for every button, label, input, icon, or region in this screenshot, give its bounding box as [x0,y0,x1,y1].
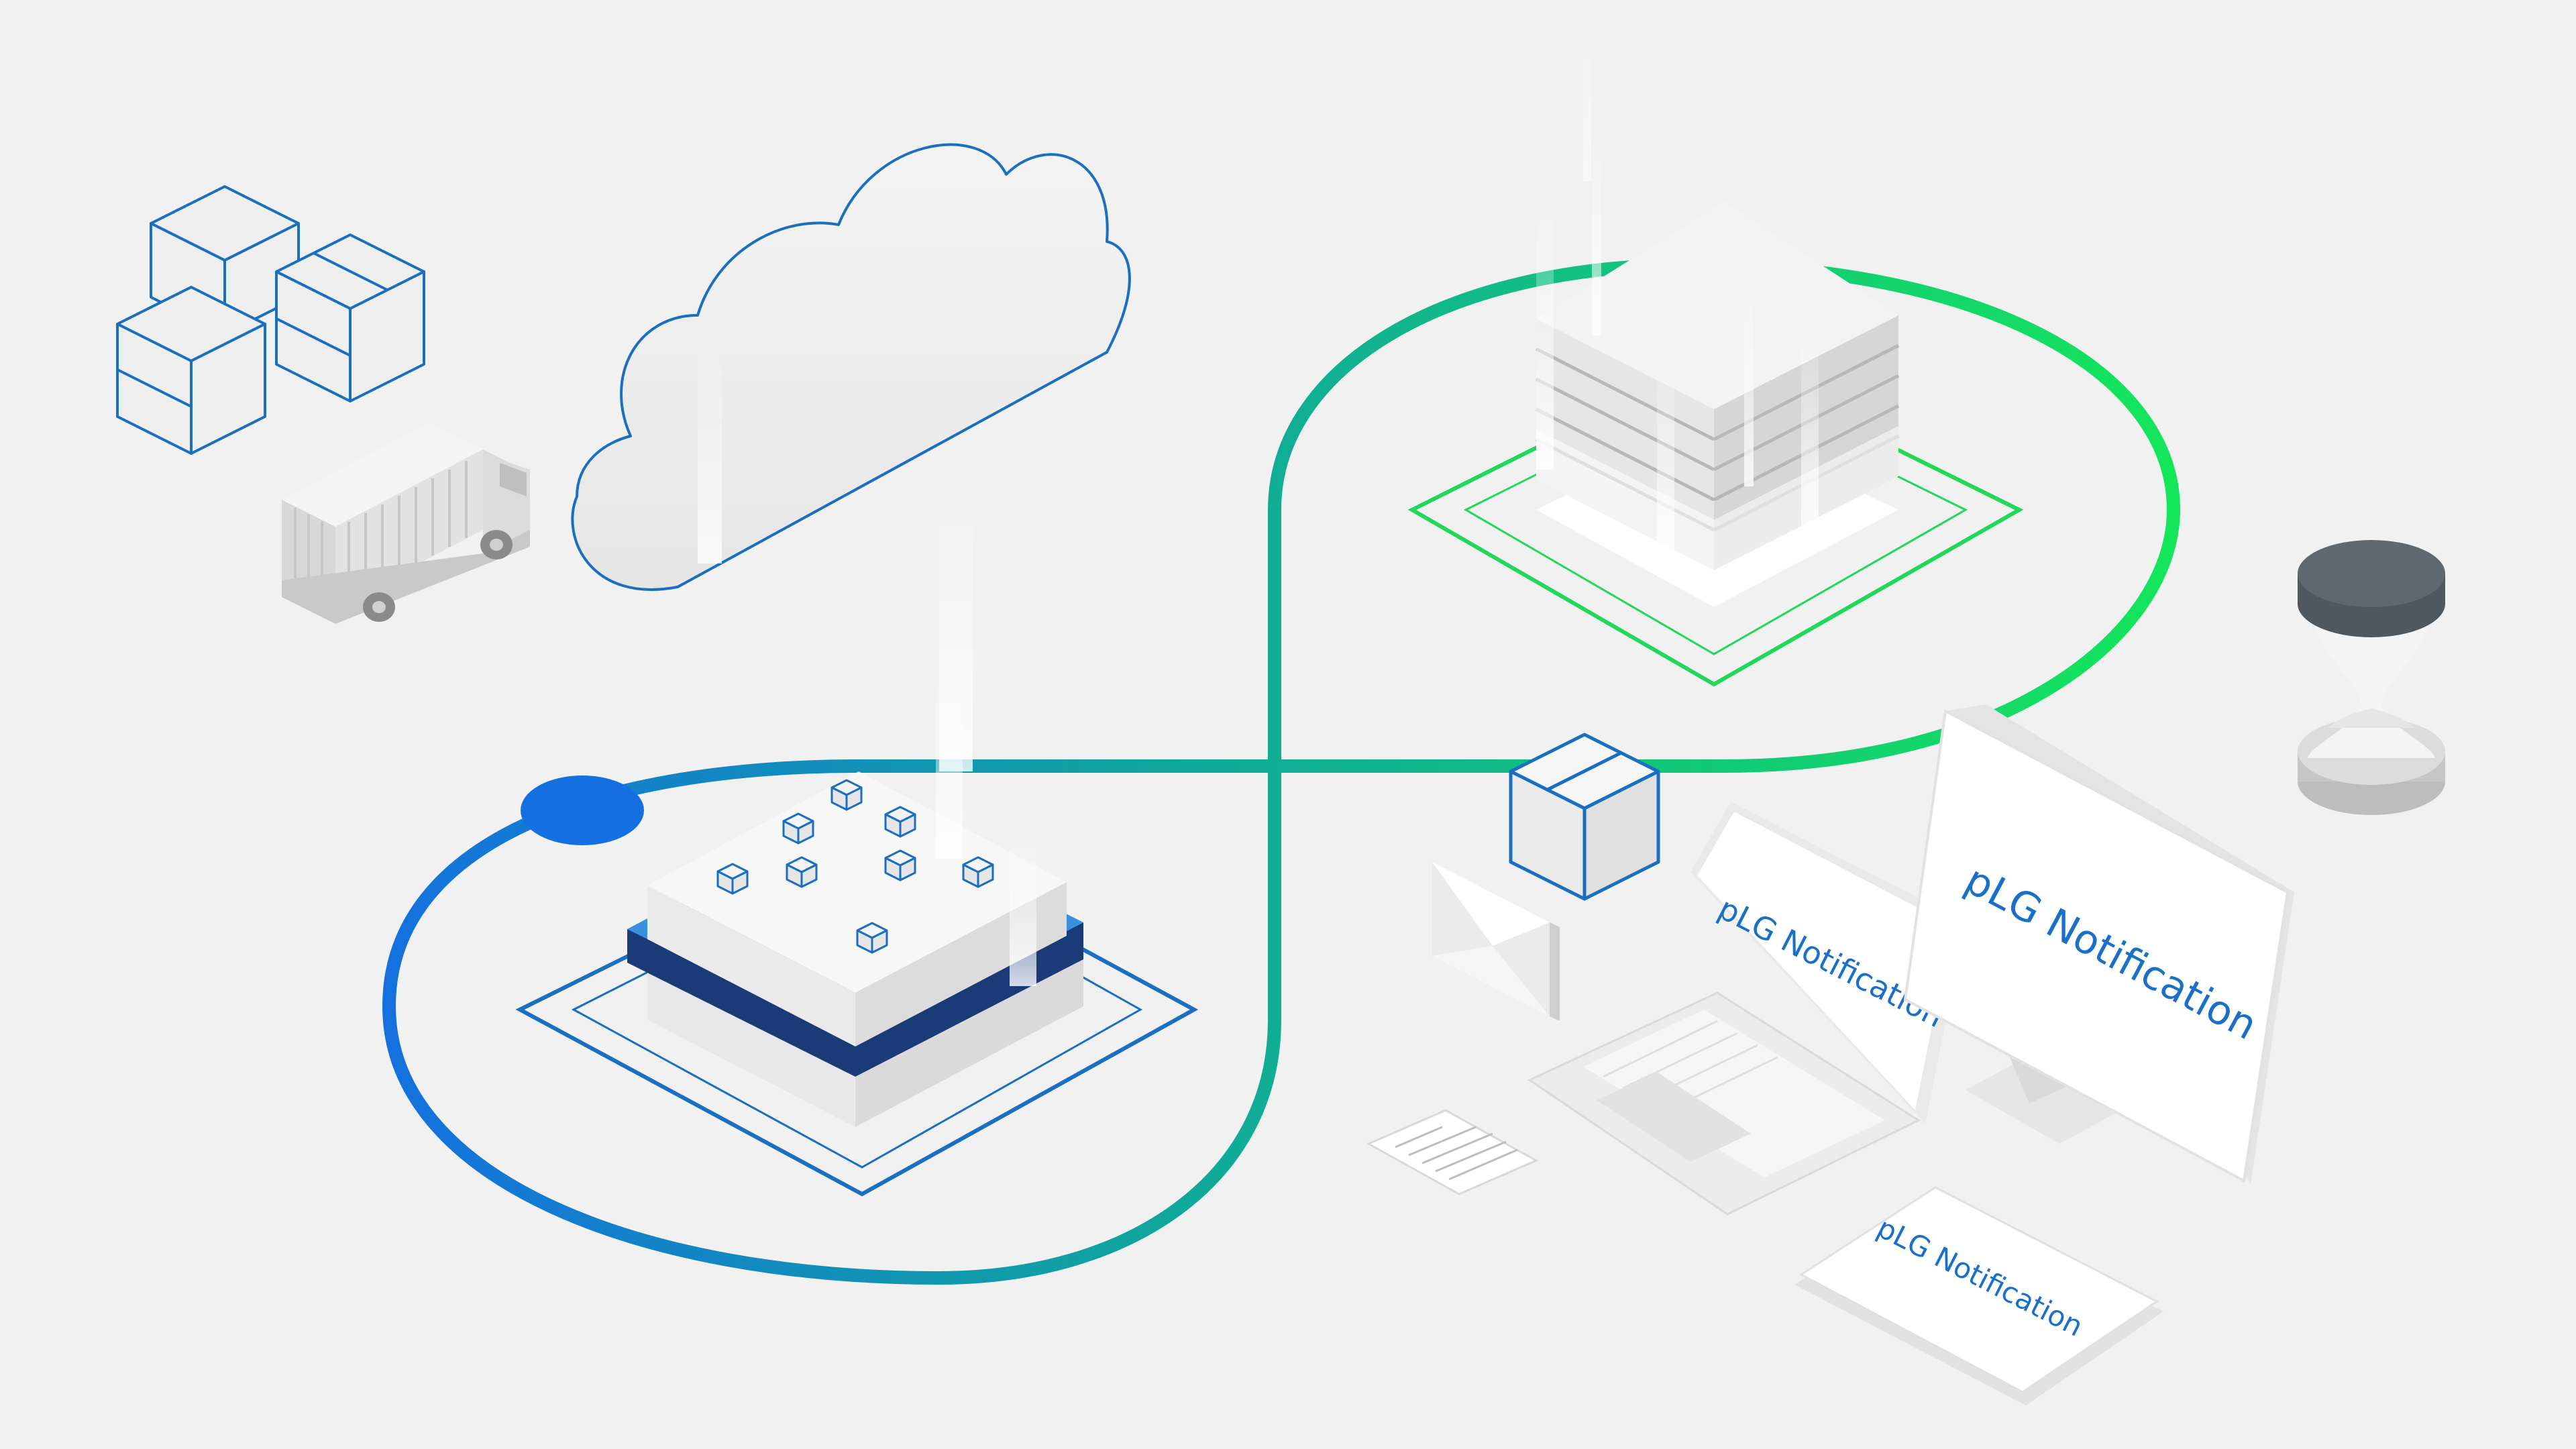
warehouse-light-beams [936,657,1036,986]
building-platform-icon [1407,201,2024,687]
delivery-truck-icon [282,423,530,624]
start-node-dot [521,775,644,845]
hourglass-icon [2298,540,2445,815]
warehouse-package-cubes [716,779,994,954]
package-box-icon [1509,733,1660,901]
building-light-beams [1536,27,1819,577]
monitor-icon [1903,704,2294,1184]
box-cluster-icon [116,185,425,455]
laptop-icon [1527,802,1966,1216]
envelope-icon [1432,862,1560,1021]
paper-document-icon [1366,1109,1539,1195]
cloud-light-beams [698,342,973,771]
cloud-icon [571,143,1131,591]
tablet-icon [1794,1186,2163,1405]
